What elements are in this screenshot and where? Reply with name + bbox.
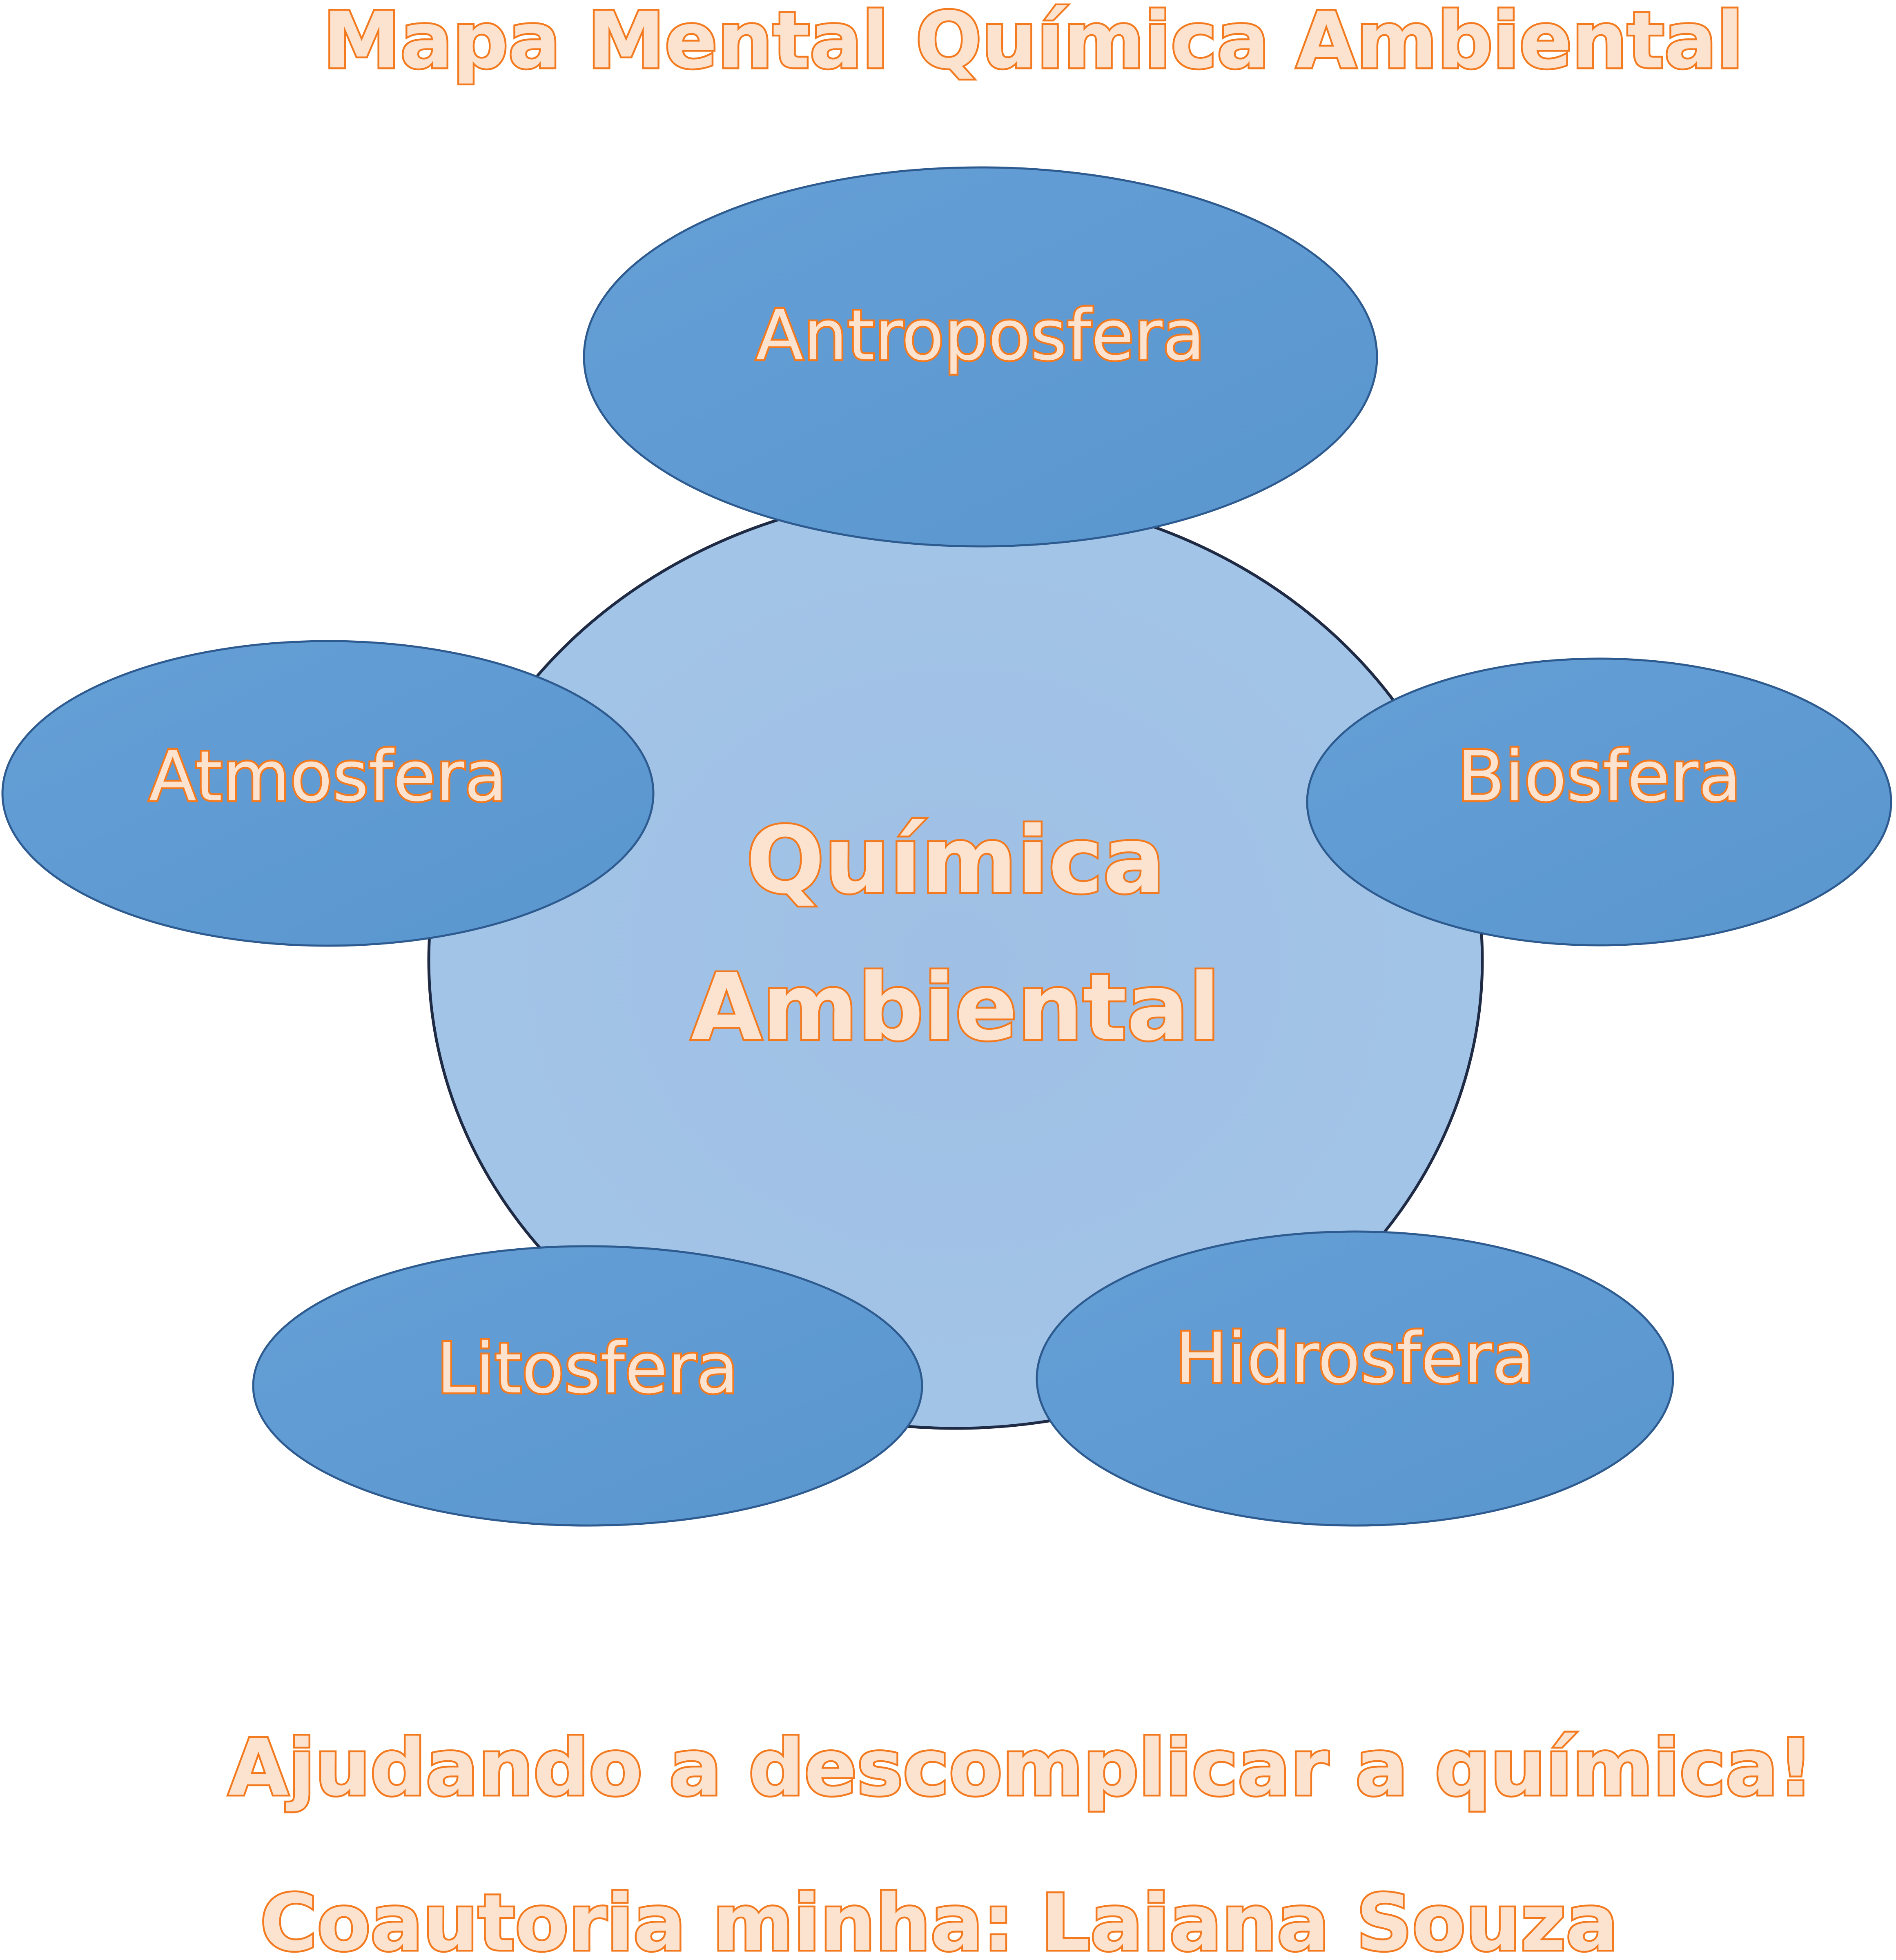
central-label-line2: Ambiental [691,954,1220,1061]
tagline: Ajudando a descomplicar a química! [228,1723,1813,1813]
central-node[interactable]: Química Ambiental [427,491,1484,1430]
node-hidrosfera[interactable]: Hidrosfera [1036,1230,1674,1527]
node-label: Antroposfera [756,295,1205,376]
node-atmosfera[interactable]: Atmosfera [1,640,655,947]
node-label: Atmosfera [149,736,507,817]
node-ellipse [1306,657,1892,947]
node-ellipse [1,640,655,947]
node-antroposfera[interactable]: Antroposfera [583,166,1378,548]
central-label-line1: Química [746,807,1165,914]
node-label: Biosfera [1457,736,1741,817]
page-title: Mapa Mental Química Ambiental [323,0,1743,86]
node-ellipse [252,1245,923,1527]
node-label: Hidrosfera [1175,1318,1535,1399]
node-litosfera[interactable]: Litosfera [252,1245,923,1527]
node-label: Litosfera [437,1328,739,1409]
node-ellipse [1036,1230,1674,1527]
node-biosfera[interactable]: Biosfera [1306,657,1892,947]
node-ellipse [583,166,1378,548]
credit: Coautoria minha: Laiana Souza [260,1878,1618,1960]
